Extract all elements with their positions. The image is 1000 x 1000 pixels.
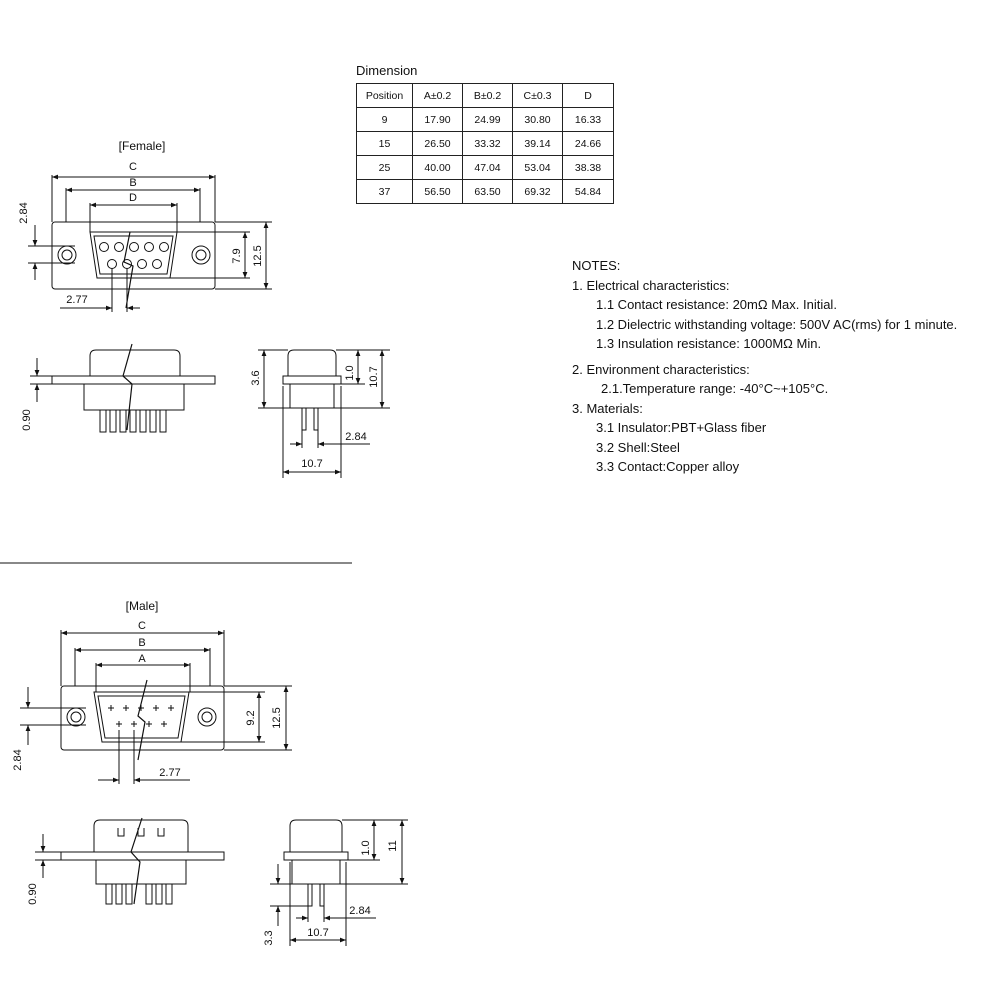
notes-block: NOTES: 1. Electrical characteristics: 1.… — [572, 256, 957, 477]
column-header: A±0.2 — [412, 83, 463, 108]
table-row: 25 40.00 47.04 53.04 38.38 — [356, 155, 614, 180]
side-10-label-male: 1.0 — [360, 840, 372, 855]
dim-a-label-male: A — [138, 653, 146, 665]
dim-79-label: 7.9 — [231, 248, 243, 263]
table-cell: 9 — [356, 107, 413, 132]
male-end-view: 1.0 11 2.84 3.3 10.7 — [263, 819, 408, 946]
table-cell: 40.00 — [412, 155, 463, 180]
dim-b-label-male: B — [138, 637, 145, 649]
side-107v-label: 10.7 — [368, 366, 380, 387]
note-heading: 1. Electrical characteristics: — [572, 277, 730, 293]
male-side-view: 0.90 — [27, 817, 225, 905]
table-cell: 17.90 — [412, 107, 463, 132]
note-heading: 2. Environment characteristics: — [572, 361, 750, 377]
note-heading: 3. Materials: — [572, 400, 643, 416]
notes-title: NOTES: — [572, 258, 621, 273]
dim-92-label-male: 9.2 — [245, 710, 257, 725]
dim-125-label: 12.5 — [252, 245, 264, 266]
column-header: C±0.3 — [512, 83, 563, 108]
table-row: 9 17.90 24.99 30.80 16.33 — [356, 107, 614, 132]
side-284-label: 2.84 — [345, 431, 366, 443]
table-cell: 24.99 — [462, 107, 513, 132]
table-cell: 63.50 — [462, 179, 513, 204]
female-end-view: 3.6 1.0 10.7 2.84 10.7 — [250, 349, 390, 478]
side-36-label: 3.6 — [250, 370, 262, 385]
table-header-row: Position A±0.2 B±0.2 C±0.3 D — [356, 83, 614, 108]
note-item: 2.1.Temperature range: -40°C~+105°C. — [601, 381, 829, 396]
side-284-label-male: 2.84 — [349, 905, 370, 917]
side-107h-label: 10.7 — [301, 458, 322, 470]
note-item: 3.1 Insulator:PBT+Glass fiber — [596, 420, 767, 435]
table-cell: 38.38 — [562, 155, 614, 180]
male-front-view: [Male] C B A 2.84 — [12, 599, 292, 784]
table-cell: 54.84 — [562, 179, 614, 204]
note-item: 1.2 Dielectric withstanding voltage: 500… — [596, 316, 958, 332]
column-header: B±0.2 — [462, 83, 513, 108]
table-row: 15 26.50 33.32 39.14 24.66 — [356, 131, 614, 156]
column-header: Position — [356, 83, 413, 108]
table-cell: 53.04 — [512, 155, 563, 180]
dim-277-label: 2.77 — [66, 294, 87, 306]
table-cell: 56.50 — [412, 179, 463, 204]
dim-277-label-male: 2.77 — [159, 767, 180, 779]
dim-284-label-male: 2.84 — [12, 749, 24, 770]
table-cell: 37 — [356, 179, 413, 204]
table-cell: 25 — [356, 155, 413, 180]
table-cell: 69.32 — [512, 179, 563, 204]
side-090-label-male: 0.90 — [27, 883, 39, 904]
side-10-label: 1.0 — [344, 365, 356, 380]
table-row: 37 56.50 63.50 69.32 54.84 — [356, 179, 614, 204]
note-item: 1.1 Contact resistance: 20mΩ Max. Initia… — [596, 297, 837, 312]
dim-d-label: D — [129, 192, 137, 204]
side-33-label-male: 3.3 — [263, 930, 275, 945]
female-label: [Female] — [119, 139, 166, 153]
note-item: 3.2 Shell:Steel — [596, 439, 680, 455]
male-label: [Male] — [126, 599, 159, 613]
dim-125-label-male: 12.5 — [271, 707, 283, 728]
side-090-label: 0.90 — [21, 409, 33, 430]
dim-284-label: 2.84 — [18, 202, 30, 223]
dim-c-label-male: C — [138, 620, 146, 632]
table-cell: 39.14 — [512, 131, 563, 156]
dim-c-label: C — [129, 161, 137, 173]
side-11-label-male: 11 — [387, 840, 399, 851]
dim-b-label: B — [129, 177, 136, 189]
table-cell: 24.66 — [562, 131, 614, 156]
female-front-view: [Female] C B D 2.84 — [18, 139, 272, 312]
female-side-view: 0.90 — [21, 343, 216, 433]
dimension-title: Dimension — [356, 63, 418, 78]
note-item: 3.3 Contact:Copper alloy — [596, 459, 740, 474]
table-cell: 16.33 — [562, 107, 614, 132]
dimension-table: Position A±0.2 B±0.2 C±0.3 D 9 17.90 24.… — [356, 83, 614, 204]
note-item: 1.3 Insulation resistance: 1000MΩ Min. — [596, 336, 822, 351]
side-107h-label-male: 10.7 — [307, 927, 328, 939]
